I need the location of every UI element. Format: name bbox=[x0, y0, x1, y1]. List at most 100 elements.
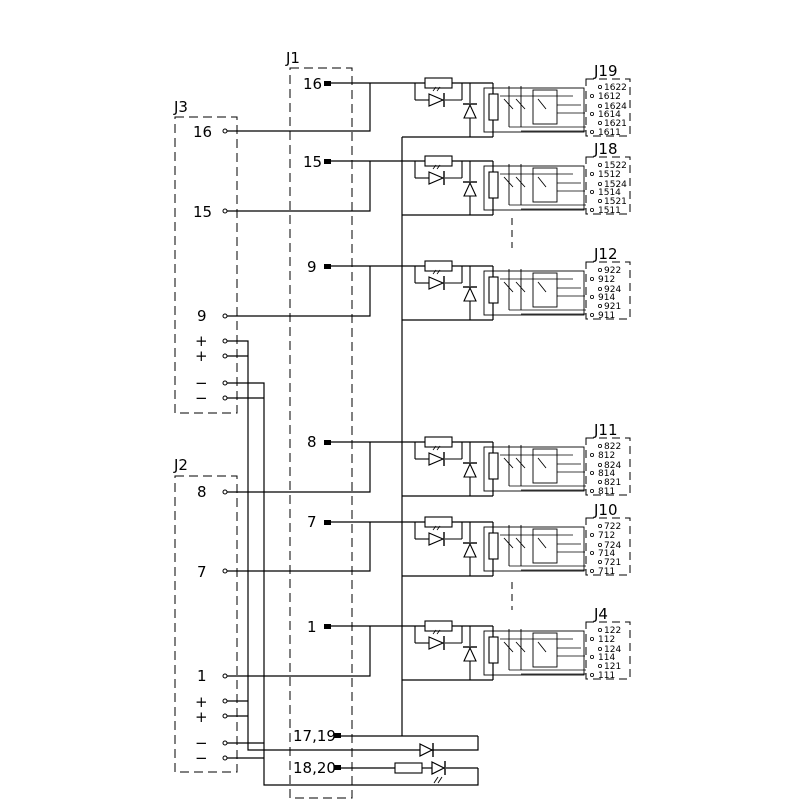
j3-pin-label: 9 bbox=[197, 307, 207, 325]
terminal-point bbox=[590, 171, 595, 176]
terminal-point bbox=[598, 198, 603, 203]
led-icon bbox=[428, 164, 445, 185]
relay-terminal-label: 121 bbox=[604, 662, 621, 672]
j1-pin-label: 1 bbox=[307, 618, 317, 636]
relay-terminal-label: 122 bbox=[604, 626, 621, 636]
j2-pin-label: − bbox=[195, 734, 208, 752]
terminal-point bbox=[590, 207, 595, 212]
relay-terminal-block bbox=[585, 437, 631, 496]
relay-terminal-label: 711 bbox=[598, 567, 615, 577]
terminal-point bbox=[590, 655, 595, 660]
relay-terminal-label: 724 bbox=[604, 541, 621, 551]
relay-enclosure bbox=[483, 630, 585, 676]
diode-icon bbox=[463, 542, 477, 558]
terminal-point bbox=[590, 673, 595, 678]
j2-pin-label: 8 bbox=[197, 483, 207, 501]
relay-enclosure bbox=[483, 446, 585, 492]
relay-enclosure bbox=[483, 526, 585, 572]
connector-j3-name: J3 bbox=[173, 98, 188, 116]
relay-terminal-label: 824 bbox=[604, 461, 621, 471]
relay-terminal-label: 811 bbox=[598, 487, 615, 497]
led-icon bbox=[428, 525, 445, 546]
led-icon bbox=[428, 445, 445, 466]
j1-pin-label: 16 bbox=[303, 75, 322, 93]
relay-terminal-label: 1622 bbox=[604, 83, 627, 93]
power-diode-icon bbox=[419, 743, 434, 757]
terminal-point bbox=[590, 276, 595, 281]
relay-terminal-block bbox=[585, 517, 631, 576]
diode-icon bbox=[463, 181, 477, 197]
relay-terminal-block bbox=[585, 156, 631, 215]
j3-pin-label: 16 bbox=[193, 123, 212, 141]
j1-pin-label: 17,19 bbox=[293, 727, 336, 745]
j3-pin-label: − bbox=[195, 374, 208, 392]
terminal-point bbox=[590, 637, 595, 642]
terminal-point bbox=[598, 104, 603, 109]
resistor-icon bbox=[424, 620, 453, 632]
relay-terminal-label: 114 bbox=[598, 653, 615, 663]
terminal-point bbox=[590, 452, 595, 457]
relay-coil-icon bbox=[488, 636, 499, 664]
j2-pin-label: − bbox=[195, 749, 208, 767]
relay-name: J18 bbox=[593, 140, 618, 158]
resistor-icon bbox=[424, 516, 453, 528]
j3-pin-label: + bbox=[195, 347, 208, 365]
relay-coil-icon bbox=[488, 452, 499, 480]
relay-terminal-label: 111 bbox=[598, 671, 615, 681]
terminal-point bbox=[590, 189, 595, 194]
connector-j2-name: J2 bbox=[173, 456, 188, 474]
terminal-point bbox=[598, 181, 603, 186]
j2-pins: 8 7 1 + + − − bbox=[195, 483, 228, 767]
relay-terminal-label: 914 bbox=[598, 293, 615, 303]
relay-terminal-label: 1621 bbox=[604, 119, 627, 129]
relay-terminal-label: 1511 bbox=[598, 206, 621, 216]
relay-coil-icon bbox=[488, 93, 499, 121]
relay-terminal-label: 924 bbox=[604, 285, 621, 295]
terminal-point bbox=[598, 543, 603, 548]
relay-terminal-label: 1522 bbox=[604, 161, 627, 171]
diode-icon bbox=[463, 646, 477, 662]
relay-contacts-icon bbox=[500, 629, 586, 675]
relay-terminal-label: 1512 bbox=[598, 170, 621, 180]
relay-coil-icon bbox=[488, 532, 499, 560]
terminal-point bbox=[598, 479, 603, 484]
terminal-point bbox=[598, 85, 603, 90]
relay-terminal-label: 822 bbox=[604, 442, 621, 452]
relay-terminal-label: 1514 bbox=[598, 188, 621, 198]
relay-contacts-icon bbox=[500, 86, 586, 132]
terminal-point bbox=[590, 470, 595, 475]
relay-name: J19 bbox=[593, 62, 618, 80]
relay-terminal-label: 812 bbox=[598, 451, 615, 461]
relay-terminal-label: 1612 bbox=[598, 92, 621, 102]
terminal-point bbox=[590, 488, 595, 493]
relay-coil-icon bbox=[488, 171, 499, 199]
terminal-point bbox=[590, 112, 595, 117]
terminal-point bbox=[598, 443, 603, 448]
terminal-point bbox=[598, 267, 603, 272]
relay-contacts-icon bbox=[500, 525, 586, 571]
terminal-point bbox=[590, 129, 595, 134]
j2-pin-label: 7 bbox=[197, 563, 207, 581]
terminal-point bbox=[590, 569, 595, 574]
j2-pin-label: + bbox=[195, 693, 208, 711]
terminal-point bbox=[590, 294, 595, 299]
j3-pins: 16 15 9 + + − − bbox=[193, 123, 228, 407]
j1-pin-label: 7 bbox=[307, 513, 317, 531]
power-led-icon bbox=[431, 761, 446, 784]
relay-coil-icon bbox=[488, 276, 499, 304]
terminal-point bbox=[598, 664, 603, 669]
relay-terminal-label: 821 bbox=[604, 478, 621, 488]
terminal-point bbox=[598, 647, 603, 652]
relay-contacts-icon bbox=[500, 445, 586, 491]
relay-terminal-label: 721 bbox=[604, 558, 621, 568]
relay-terminal-label: 814 bbox=[598, 469, 615, 479]
relay-terminal-label: 1521 bbox=[604, 197, 627, 207]
relay-terminal-block bbox=[585, 261, 631, 320]
j3-pin-label: 15 bbox=[193, 203, 212, 221]
j1-pins: 16 15 9 8 7 1 17,19 18,20 bbox=[293, 75, 341, 777]
connector-j1-outline: J1 bbox=[285, 49, 353, 799]
led-icon bbox=[428, 86, 445, 107]
relay-terminal-label: 722 bbox=[604, 522, 621, 532]
